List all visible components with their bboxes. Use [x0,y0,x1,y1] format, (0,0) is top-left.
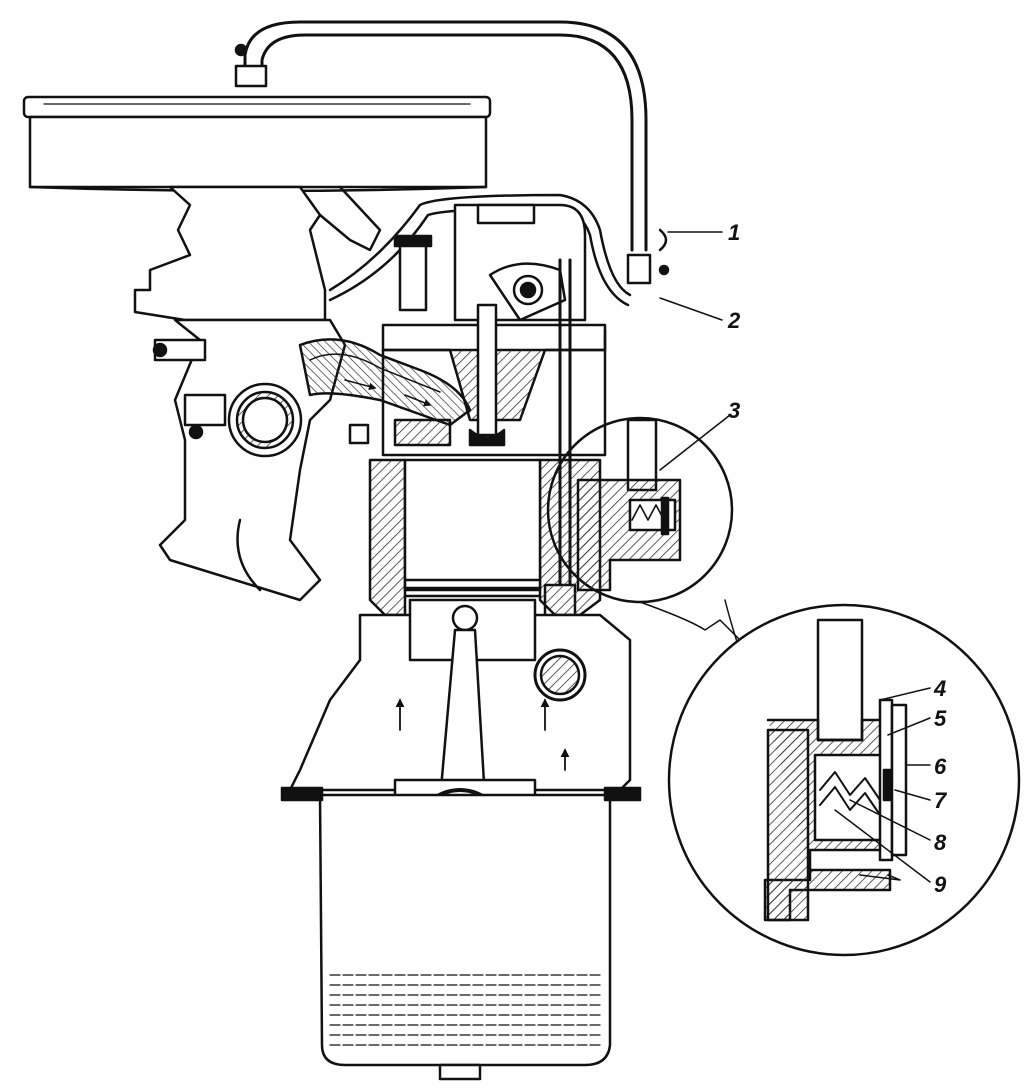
callout-labels: 1 2 3 4 5 6 7 8 9 [727,220,948,897]
zoom-connector [639,599,741,646]
leader-lines [659,231,931,883]
breather-valve-detail [667,603,1021,957]
cylinder-head [348,203,607,457]
callout-1: 1 [728,220,740,245]
oil-pan [280,786,642,1081]
callout-7: 7 [934,788,948,813]
breather-valve-small [546,416,734,604]
ventilation-hose [234,20,670,285]
carburetor [133,185,433,322]
callout-5: 5 [934,706,947,731]
callout-9: 9 [934,872,947,897]
camshaft [533,648,587,702]
air-filter-housing [22,95,492,193]
callout-4: 4 [933,676,946,701]
callout-6: 6 [934,754,947,779]
intake-manifold [152,318,472,602]
callout-2: 2 [727,308,741,333]
callout-3: 3 [728,398,740,423]
callout-8: 8 [934,830,947,855]
